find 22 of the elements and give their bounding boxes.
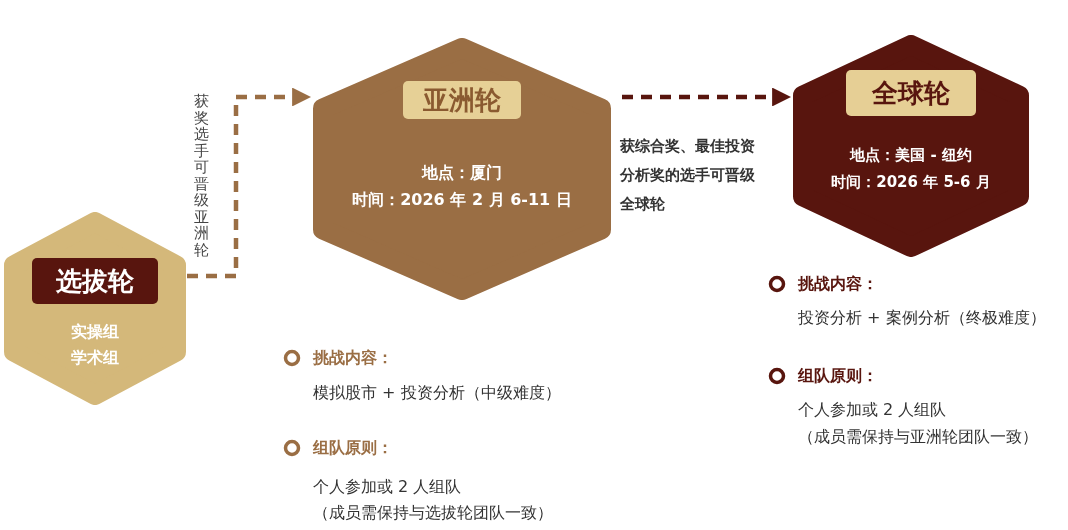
title-badge: 选拔轮	[32, 258, 158, 304]
info-text: 地点：厦门	[420, 162, 503, 184]
section-text: （成员需保持与亚洲轮团队一致）	[798, 426, 1038, 448]
section-heading: 挑战内容：	[313, 347, 393, 369]
info-text: 时间：2026 年 5-6 月	[830, 172, 992, 193]
section-heading: 挑战内容：	[798, 273, 878, 295]
section-heading: 组队原则：	[313, 437, 393, 459]
edge-label: 获奖选手可晋级亚洲轮	[194, 93, 210, 258]
section-text: 个人参加或 2 人组队	[313, 476, 462, 498]
info-text: 学术组	[70, 347, 120, 369]
info-text: 时间：2026 年 2 月 6-11 日	[351, 189, 573, 211]
section-text: （成员需保持与选拔轮团队一致）	[313, 502, 553, 524]
section-text: 投资分析 + 案例分析（终极难度）	[798, 307, 1046, 329]
section-text: 模拟股市 + 投资分析（中级难度）	[313, 382, 561, 404]
arrow	[622, 87, 791, 107]
section-heading: 组队原则：	[798, 365, 878, 387]
arrow	[187, 87, 311, 279]
section-text: 个人参加或 2 人组队	[798, 399, 947, 421]
title-badge: 全球轮	[846, 70, 976, 116]
title-badge: 亚洲轮	[403, 81, 521, 119]
info-text: 地点：美国 - 纽约	[848, 145, 973, 166]
info-text: 实操组	[70, 321, 120, 343]
